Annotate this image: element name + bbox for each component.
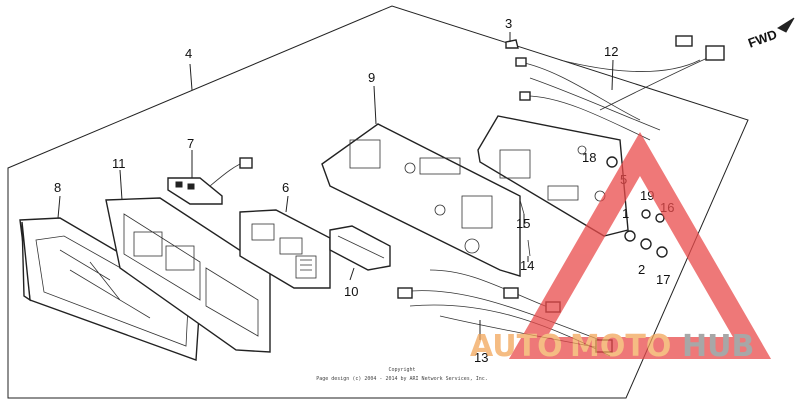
copyright-title: Copyright bbox=[388, 367, 415, 373]
callout-10: 10 bbox=[344, 284, 358, 299]
leader-lines bbox=[57, 32, 614, 340]
callout-15: 15 bbox=[516, 216, 530, 231]
part-upper-harness bbox=[515, 35, 725, 141]
callout-11: 11 bbox=[112, 156, 126, 171]
copyright-line: Page design (c) 2004 - 2014 by ARI Netwo… bbox=[316, 376, 488, 382]
part-rear-case bbox=[477, 115, 629, 237]
callout-13: 13 bbox=[474, 350, 488, 365]
watermark-auto: AUTO bbox=[470, 329, 563, 364]
callout-14: 14 bbox=[520, 258, 534, 273]
copyright-notice: Copyright Page design (c) 2004 - 2014 by… bbox=[316, 367, 488, 382]
part-lens-cover bbox=[19, 217, 201, 361]
fwd-arrow-head-icon bbox=[776, 17, 795, 33]
watermark-hub: HUB bbox=[682, 329, 754, 364]
exploded-frame bbox=[7, 5, 749, 399]
fwd-arrow: FWD bbox=[746, 17, 795, 51]
callout-7: 7 bbox=[187, 136, 194, 151]
part-plate bbox=[329, 225, 391, 271]
part-visor bbox=[105, 197, 271, 353]
callout-18: 18 bbox=[582, 150, 596, 165]
callout-6: 6 bbox=[282, 180, 289, 195]
callout-3: 3 bbox=[505, 16, 512, 31]
part-switch bbox=[167, 157, 253, 205]
watermark-moto: MOTO bbox=[570, 329, 671, 364]
callout-17: 17 bbox=[656, 272, 670, 287]
fwd-label: FWD bbox=[746, 26, 779, 50]
part-gauge-module bbox=[239, 209, 331, 289]
callout-9: 9 bbox=[368, 70, 375, 85]
watermark: AUTO MOTO HUB bbox=[470, 131, 772, 364]
callout-4: 4 bbox=[185, 46, 192, 61]
watermark-triangle-icon bbox=[508, 131, 772, 359]
callout-12: 12 bbox=[604, 44, 618, 59]
part-panel bbox=[321, 123, 521, 277]
fasteners bbox=[505, 39, 668, 258]
callout-1: 1 bbox=[622, 206, 629, 221]
callout-labels: 4 3 12 9 7 11 8 6 10 18 5 19 16 1 15 14 … bbox=[54, 16, 674, 365]
callout-2: 2 bbox=[638, 262, 645, 277]
callout-8: 8 bbox=[54, 180, 61, 195]
